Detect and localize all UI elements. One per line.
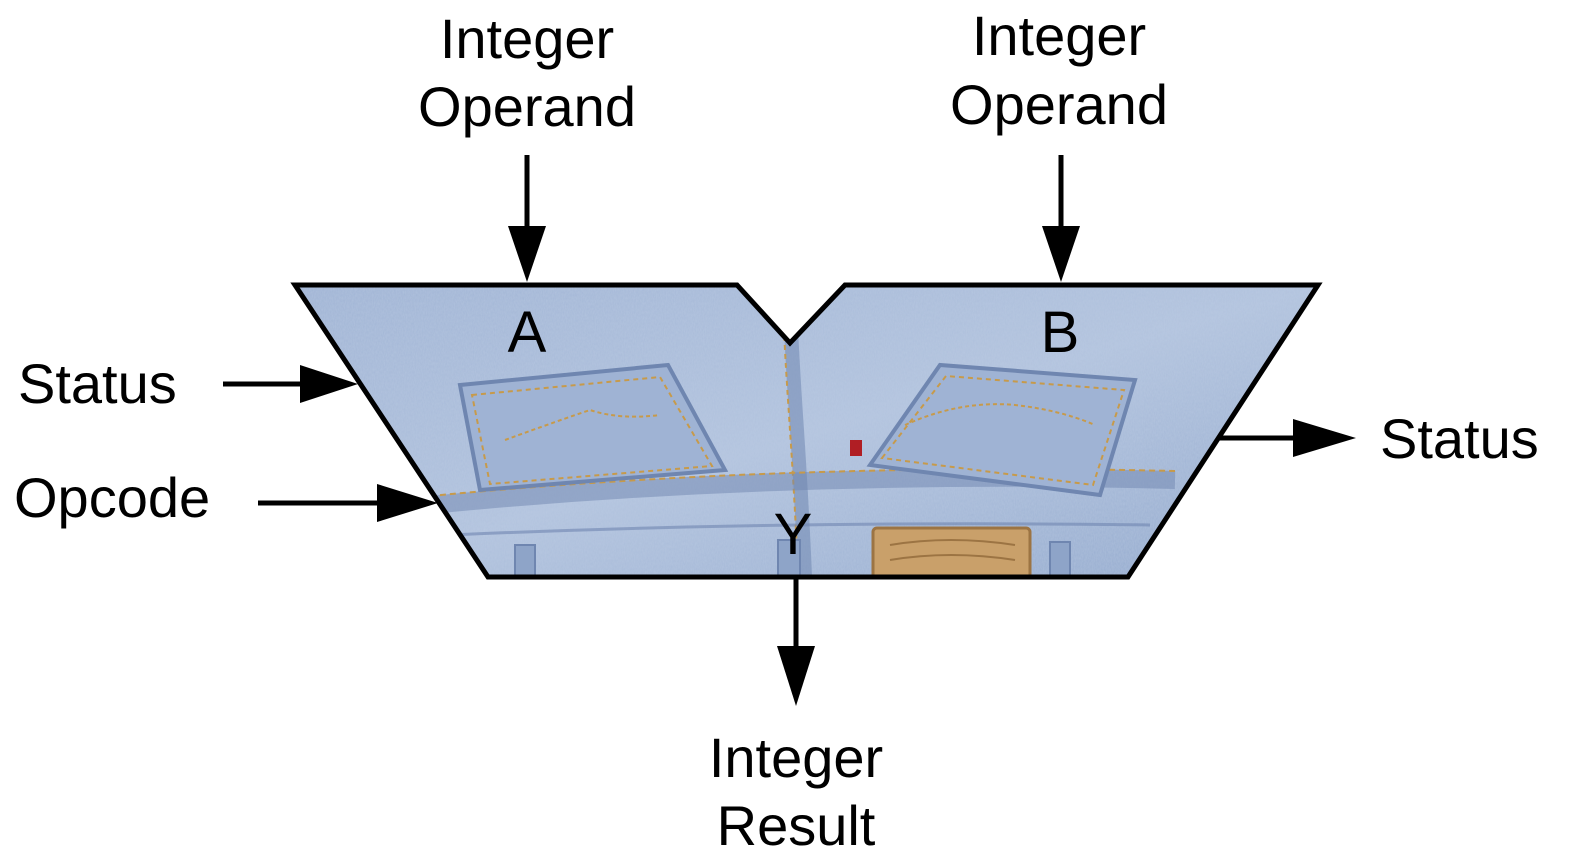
operand-a-label-line2: Operand	[418, 75, 636, 138]
right-pocket-stitch	[880, 374, 1126, 487]
result-label-line1: Integer	[709, 726, 883, 789]
port-b-label: B	[1041, 300, 1080, 365]
left-pocket-arc	[504, 408, 661, 441]
red-tab	[850, 440, 862, 456]
arrow-opcode	[258, 484, 438, 522]
left-pocket-stitch	[470, 375, 714, 486]
operand-b-label-line2: Operand	[950, 73, 1168, 136]
alu-outline	[290, 282, 1323, 580]
belt-loop-right	[1049, 541, 1071, 577]
status-in-label: Status	[18, 352, 177, 415]
alu-body	[290, 282, 1323, 580]
port-y-label: Y	[774, 502, 813, 567]
right-pocket-arc	[904, 403, 1096, 426]
arrow-result	[777, 577, 815, 706]
arrow-status-in	[223, 365, 358, 403]
waistband-line	[449, 522, 1151, 537]
result-label-line2: Result	[717, 794, 876, 857]
right-back-pocket	[866, 362, 1138, 498]
belt-loop-left	[514, 544, 536, 577]
leather-patch-print	[889, 539, 1016, 561]
belt-loop-center	[777, 539, 801, 577]
port-a-label: A	[508, 300, 547, 365]
arrow-operand-b	[1042, 155, 1080, 282]
status-out-label: Status	[1380, 407, 1539, 470]
arrow-operand-a	[508, 155, 546, 282]
operand-a-label-line1: Integer	[440, 7, 614, 70]
arrows	[223, 155, 1356, 706]
arrow-status-out	[1217, 419, 1356, 457]
opcode-label: Opcode	[14, 466, 210, 529]
left-back-pocket	[457, 362, 729, 493]
operand-b-label-line1: Integer	[972, 4, 1146, 67]
